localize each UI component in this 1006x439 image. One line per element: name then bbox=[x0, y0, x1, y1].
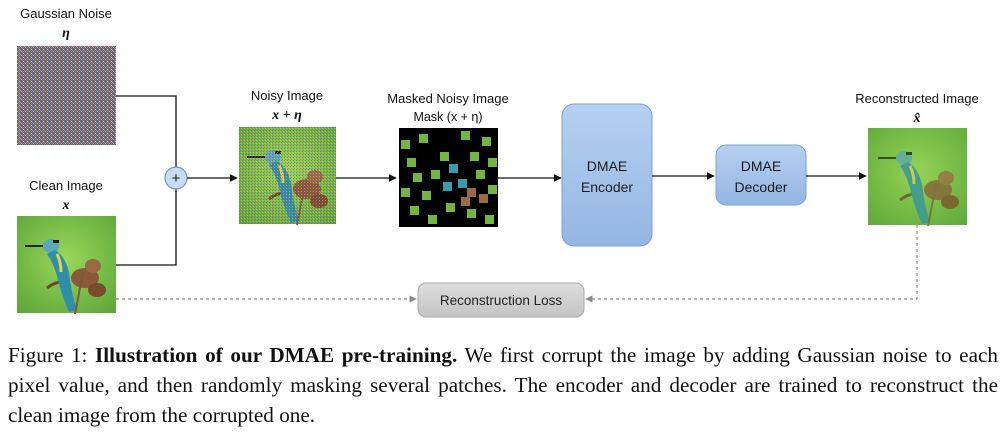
output-to-loss-dashed-arrow bbox=[585, 225, 918, 303]
noise-to-plus-line bbox=[116, 95, 177, 167]
reconstructed-symbol: x̂ bbox=[913, 111, 921, 126]
clean-image-title: Clean Image bbox=[29, 178, 103, 193]
gaussian-noise-title: Gaussian Noise bbox=[20, 6, 112, 21]
noisy-image bbox=[239, 127, 336, 227]
dmae-encoder-box bbox=[561, 103, 653, 247]
noisy-image-title: Noisy Image bbox=[251, 88, 323, 103]
noisy-image-symbol: x + η bbox=[271, 108, 302, 123]
clean-to-plus-line bbox=[116, 189, 177, 266]
reconstructed-title: Reconstructed Image bbox=[855, 91, 979, 106]
masked-image-subtitle: Mask (x + η) bbox=[413, 110, 482, 124]
masked-image-title: Masked Noisy Image bbox=[387, 91, 508, 106]
decoder-label-line2: Decoder bbox=[735, 179, 788, 195]
clean-image-symbol: x bbox=[62, 198, 70, 213]
plus-symbol: + bbox=[172, 170, 181, 187]
dmae-diagram: Gaussian Noise η Clean Image x + Noisy I… bbox=[17, 6, 979, 318]
reconstruction-loss-label: Reconstruction Loss bbox=[440, 293, 563, 308]
decoder-label-line1: DMAE bbox=[741, 158, 781, 174]
encoder-label-line1: DMAE bbox=[587, 158, 627, 174]
clean-image bbox=[17, 216, 116, 316]
reconstruction-loss-box bbox=[417, 282, 585, 318]
masked-noisy-image bbox=[399, 128, 498, 227]
reconstructed-image bbox=[868, 128, 967, 228]
caption-label: Figure 1: bbox=[8, 343, 88, 367]
dmae-decoder-box bbox=[715, 144, 807, 206]
gaussian-noise-image bbox=[17, 46, 116, 145]
caption-bold-title: Illustration of our DMAE pre-training. bbox=[95, 343, 458, 367]
figure-caption: Figure 1: Illustration of our DMAE pre-t… bbox=[8, 340, 998, 430]
gaussian-noise-symbol: η bbox=[62, 26, 70, 41]
encoder-label-line2: Encoder bbox=[581, 179, 633, 195]
caption-text: We first corrupt the image by adding Gau… bbox=[8, 343, 998, 427]
